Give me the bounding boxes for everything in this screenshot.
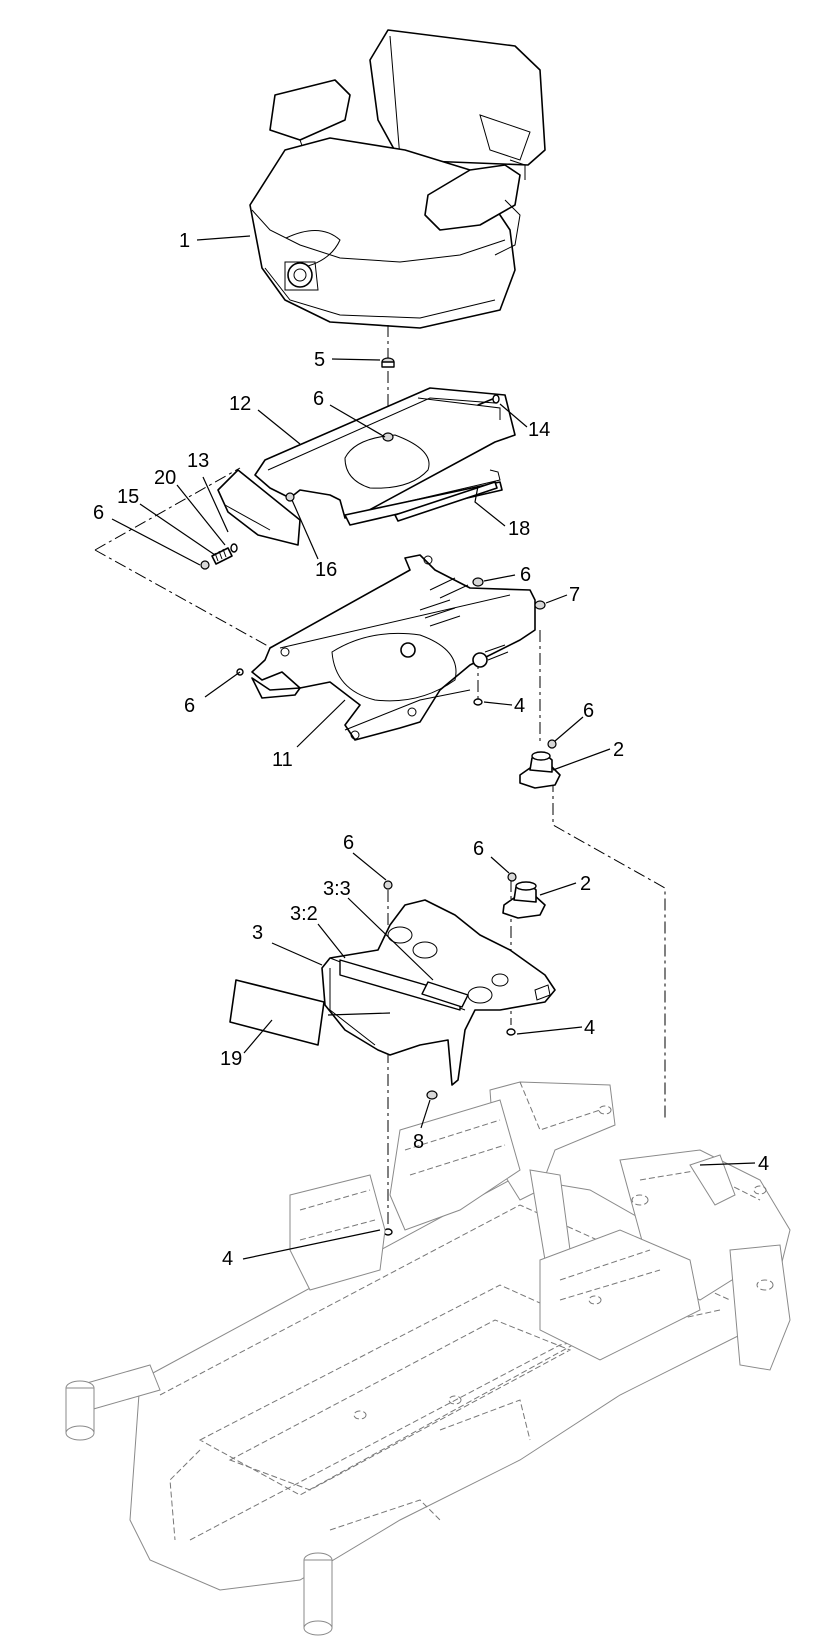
screw-16	[285, 492, 295, 502]
callout-18: 18	[508, 518, 530, 540]
callout-3: 3	[252, 922, 263, 944]
nut-6-iso-lower	[507, 872, 517, 882]
callout-4: 4	[584, 1017, 595, 1039]
callout-14: 14	[528, 419, 550, 441]
bolt-4-shield	[506, 1028, 516, 1036]
nut-6-left	[200, 560, 210, 570]
callout-11: 11	[272, 749, 293, 771]
callout-6: 6	[184, 695, 195, 717]
callout-4: 4	[514, 695, 525, 717]
isolator-2-lower	[502, 881, 546, 919]
callout-4: 4	[758, 1153, 769, 1175]
callout-20: 20	[154, 467, 176, 489]
decal-19	[229, 979, 325, 1046]
leader-lines	[111, 235, 756, 1260]
callout-6: 6	[473, 838, 484, 860]
nut-6-shield	[383, 880, 393, 890]
washer-20	[230, 543, 238, 553]
nut-6-upper	[382, 432, 394, 442]
bolt-4-plate	[473, 698, 483, 706]
nut-6-iso-upper	[547, 739, 557, 749]
spring-15	[211, 547, 233, 565]
callout-labels: 1 5 12 6 14 13 20 15 6 18 16 6 7 6 4 11 …	[93, 230, 769, 1270]
callout-6: 6	[93, 502, 104, 524]
rod-18	[394, 481, 498, 522]
callout-6: 6	[583, 700, 594, 722]
nut-8	[426, 1090, 438, 1100]
mount-plate-11	[251, 554, 536, 741]
callout-5: 5	[314, 349, 325, 371]
callout-3-3: 3:3	[323, 878, 351, 900]
callout-12: 12	[229, 393, 251, 415]
callout-4: 4	[222, 1248, 233, 1270]
callout-3-2: 3:2	[290, 903, 318, 925]
callout-2: 2	[580, 873, 591, 895]
nut-6-plate	[472, 577, 484, 587]
callout-15: 15	[117, 486, 139, 508]
callout-6: 6	[343, 832, 354, 854]
frame-ghost	[65, 1081, 791, 1636]
callout-2: 2	[613, 739, 624, 761]
callout-7: 7	[569, 584, 580, 606]
washer-5	[381, 357, 395, 368]
switch-bracket-13	[217, 469, 301, 546]
decal-3-2	[339, 959, 461, 1011]
callout-13: 13	[187, 450, 209, 472]
callout-19: 19	[220, 1048, 242, 1070]
callout-6: 6	[520, 564, 531, 586]
callout-6: 6	[313, 388, 324, 410]
decal-3-3	[421, 981, 469, 1008]
isolator-2-upper	[519, 751, 561, 789]
nut-7	[534, 600, 546, 610]
bolt-14	[477, 394, 500, 406]
callout-8: 8	[413, 1131, 424, 1153]
seat-assembly	[249, 29, 546, 329]
callout-16: 16	[315, 559, 337, 581]
callout-1: 1	[179, 230, 190, 252]
